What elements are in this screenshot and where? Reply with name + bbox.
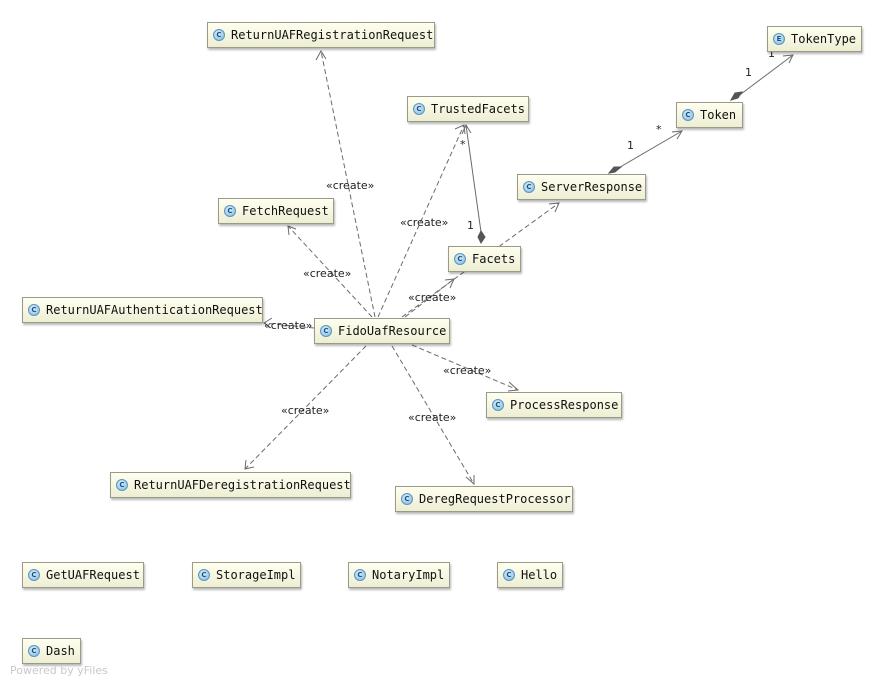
mult-trustedfacets-many: * bbox=[460, 138, 466, 151]
class-name: Facets bbox=[472, 252, 516, 266]
class-name: GetUAFRequest bbox=[46, 568, 140, 582]
composition-diamond-facets bbox=[477, 230, 486, 244]
class-node-token[interactable]: C Token bbox=[676, 102, 743, 128]
label-create-deregistration: «create» bbox=[281, 404, 329, 417]
edge-create-fetchrequest bbox=[287, 225, 373, 318]
class-icon: C bbox=[413, 103, 425, 115]
edge-create-registration bbox=[320, 50, 376, 318]
enum-icon: E bbox=[773, 33, 785, 45]
mult-serverresponse-one: 1 bbox=[627, 139, 634, 152]
edge-create-deregprocessor bbox=[391, 345, 475, 485]
class-icon: C bbox=[198, 569, 210, 581]
mult-facets-one: 1 bbox=[467, 219, 474, 232]
label-create-processresponse: «create» bbox=[443, 364, 491, 377]
label-create-authentication: «create» bbox=[264, 319, 312, 332]
class-name: ServerResponse bbox=[541, 180, 643, 194]
yfiles-watermark: Powered by yFiles bbox=[10, 664, 108, 677]
class-node-facets[interactable]: C Facets bbox=[448, 246, 521, 272]
edge-create-trustedfacets bbox=[377, 124, 465, 318]
class-name: ReturnUAFDeregistrationRequest bbox=[134, 478, 351, 492]
class-name: ReturnUAFRegistrationRequest bbox=[231, 28, 434, 42]
class-name: Token bbox=[700, 108, 737, 122]
edge-labels: «create» «create» «create» «create» «cre… bbox=[264, 47, 775, 424]
class-icon: C bbox=[454, 253, 466, 265]
class-node-getuafrequest[interactable]: C GetUAFRequest bbox=[22, 562, 144, 588]
edge-serverresponse-token bbox=[614, 130, 683, 171]
label-create-serverresponse: «create» bbox=[408, 291, 456, 304]
label-create-fetchrequest: «create» bbox=[303, 267, 351, 280]
class-name: Hello bbox=[521, 568, 558, 582]
label-create-registration: «create» bbox=[326, 179, 374, 192]
mult-tokentype-one: 1 bbox=[768, 47, 775, 60]
class-name: StorageImpl bbox=[216, 568, 296, 582]
class-icon: C bbox=[28, 569, 40, 581]
class-icon: C bbox=[401, 493, 413, 505]
class-icon: C bbox=[492, 399, 504, 411]
edge-create-facets bbox=[404, 278, 455, 318]
class-node-returnuafregistrationrequest[interactable]: C ReturnUAFRegistrationRequest bbox=[207, 22, 435, 48]
class-name: ProcessResponse bbox=[510, 398, 619, 412]
class-icon: C bbox=[320, 325, 332, 337]
mult-token-one: 1 bbox=[745, 66, 752, 79]
class-name: DeregRequestProcessor bbox=[419, 492, 571, 506]
edge-create-processresponse bbox=[411, 344, 519, 391]
class-node-storageimpl[interactable]: C StorageImpl bbox=[192, 562, 301, 588]
class-icon: C bbox=[523, 181, 535, 193]
class-icon: C bbox=[682, 109, 694, 121]
composition-edges bbox=[461, 54, 794, 244]
enum-node-tokentype[interactable]: E TokenType bbox=[767, 26, 862, 52]
class-node-fidouafresource[interactable]: C FidoUafResource bbox=[314, 318, 450, 344]
class-node-fetchrequest[interactable]: C FetchRequest bbox=[218, 198, 334, 224]
class-name: FidoUafResource bbox=[338, 324, 447, 338]
class-name: TokenType bbox=[791, 32, 857, 46]
class-node-returnuafderegistrationrequest[interactable]: C ReturnUAFDeregistrationRequest bbox=[110, 472, 351, 498]
edge-token-tokentype bbox=[736, 54, 794, 98]
class-name: TrustedFacets bbox=[431, 102, 525, 116]
edge-facets-trustedfacets bbox=[465, 124, 482, 233]
class-node-processresponse[interactable]: C ProcessResponse bbox=[486, 392, 622, 418]
mult-token-many: * bbox=[656, 123, 662, 136]
dependency-edges bbox=[244, 50, 560, 486]
class-node-hello[interactable]: C Hello bbox=[497, 562, 563, 588]
class-icon: C bbox=[116, 479, 128, 491]
class-node-returnuafauthenticationrequest[interactable]: C ReturnUAFAuthenticationRequest bbox=[22, 297, 263, 323]
class-icon: C bbox=[354, 569, 366, 581]
label-create-deregprocessor: «create» bbox=[408, 411, 456, 424]
class-node-deregrequestprocessor[interactable]: C DeregRequestProcessor bbox=[395, 486, 573, 512]
label-create-trustedfacets: «create» bbox=[400, 216, 448, 229]
class-icon: C bbox=[28, 645, 40, 657]
class-node-notaryimpl[interactable]: C NotaryImpl bbox=[348, 562, 450, 588]
class-icon: C bbox=[213, 29, 225, 41]
class-name: ReturnUAFAuthenticationRequest bbox=[46, 303, 263, 317]
class-name: Dash bbox=[46, 644, 75, 658]
edge-create-authentication bbox=[263, 322, 315, 329]
composition-diamond-token bbox=[729, 91, 744, 101]
class-node-trustedfacets[interactable]: C TrustedFacets bbox=[407, 96, 529, 122]
class-name: FetchRequest bbox=[242, 204, 329, 218]
composition-diamond-serverresponse bbox=[607, 166, 623, 174]
class-icon: C bbox=[224, 205, 236, 217]
class-icon: C bbox=[503, 569, 515, 581]
class-node-serverresponse[interactable]: C ServerResponse bbox=[517, 174, 646, 200]
class-node-dash[interactable]: C Dash bbox=[22, 638, 81, 664]
edge-create-deregistration bbox=[244, 345, 367, 470]
class-icon: C bbox=[28, 304, 40, 316]
class-name: NotaryImpl bbox=[372, 568, 445, 582]
